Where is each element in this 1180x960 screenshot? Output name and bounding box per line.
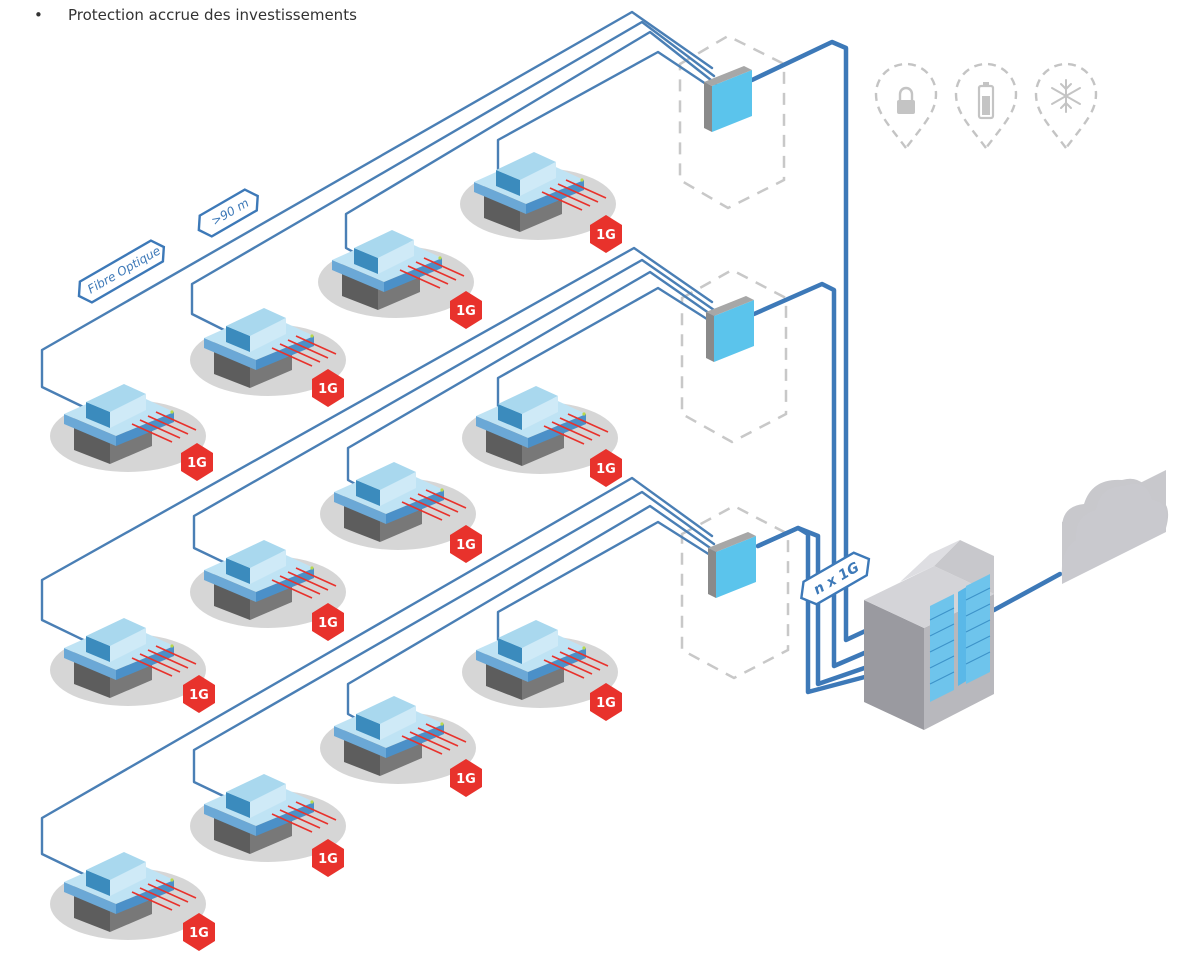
badge-label: 1G [189, 688, 209, 703]
trunk-4 [755, 525, 879, 695]
badge-g2-1: 1G [183, 675, 215, 713]
badge-label: 1G [456, 772, 476, 787]
badge-label: 1G [456, 304, 476, 319]
switches [704, 66, 756, 598]
zone-2 [680, 268, 788, 444]
badge-g2-3: 1G [450, 525, 482, 563]
zone-3 [680, 504, 790, 680]
badge-g1-1: 1G [181, 443, 213, 481]
badge-g3-2: 1G [312, 839, 344, 877]
snowflake-icon [1034, 62, 1098, 150]
badges: 1G 1G 1G 1G 1G 1G 1G 1G 1G 1G 1G 1G [181, 215, 622, 951]
switch-3 [708, 532, 756, 598]
switch-1 [704, 66, 752, 132]
device-g2-1 [49, 617, 207, 707]
battery-icon [954, 62, 1018, 150]
badge-label: 1G [189, 926, 209, 941]
switch-2 [706, 296, 754, 362]
badge-label: 1G [318, 852, 338, 867]
badge-g1-4: 1G [590, 215, 622, 253]
badge-label: 1G [187, 456, 207, 471]
fiber-tag: Fibre Optique [77, 239, 166, 304]
device-g3-1 [49, 851, 207, 941]
badge-g3-3: 1G [450, 759, 482, 797]
badge-g2-2: 1G [312, 603, 344, 641]
badge-label: 1G [318, 382, 338, 397]
trunk-cloud [991, 571, 1063, 613]
header-text: Protection accrue des investissements [68, 6, 357, 24]
zones [678, 34, 790, 680]
cloud-icon [1061, 470, 1169, 584]
trunk-lines [749, 39, 1063, 695]
badge-g3-1: 1G [183, 913, 215, 951]
cables-group-1 [40, 10, 720, 417]
trunk-3 [755, 525, 879, 687]
badge-g1-3: 1G [450, 291, 482, 329]
badge-label: 1G [456, 538, 476, 553]
badge-g3-4: 1G [590, 683, 622, 721]
badge-label: 1G [318, 616, 338, 631]
badge-label: 1G [596, 462, 616, 477]
trunk-1 [749, 39, 879, 643]
badge-label: 1G [596, 228, 616, 243]
lock-icon [874, 62, 938, 150]
distance-tag: >90 m [197, 188, 259, 238]
header-bullet-line: • Protection accrue des investissements [34, 6, 357, 24]
server-rack [864, 540, 994, 730]
badge-g1-2: 1G [312, 369, 344, 407]
trunk-2 [751, 281, 879, 669]
bullet-dot: • [34, 6, 43, 24]
badge-label: 1G [596, 696, 616, 711]
zone-1 [678, 34, 786, 210]
badge-g2-4: 1G [590, 449, 622, 487]
